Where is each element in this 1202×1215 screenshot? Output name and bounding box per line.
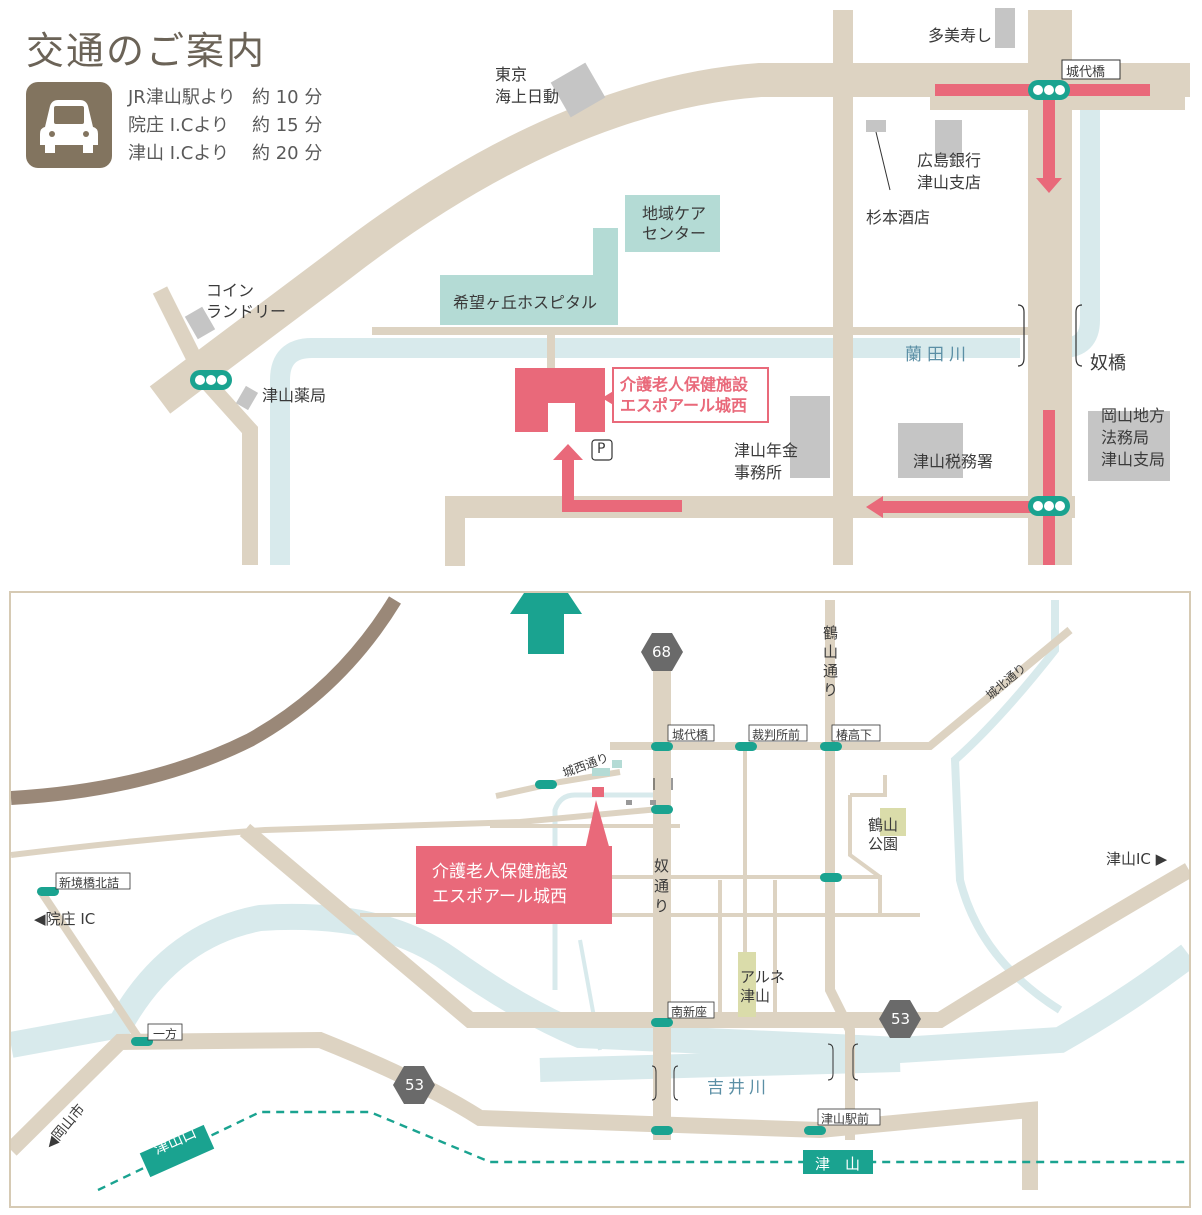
yoshii-river xyxy=(11,903,1189,1064)
facility-label-box xyxy=(612,367,769,423)
area-map xyxy=(11,593,1189,1192)
route-68-shield xyxy=(641,633,683,671)
diagonal-main-road xyxy=(149,63,1190,414)
station-tsuyamaguchi xyxy=(139,1124,215,1178)
ranta-river-small xyxy=(552,792,670,990)
intersection-label-boxes xyxy=(55,724,881,1126)
building-mini xyxy=(626,800,632,805)
route-down xyxy=(1043,96,1055,181)
chugoku-expressway xyxy=(11,596,401,805)
ranta-river xyxy=(270,338,1020,565)
north-arrow-icon xyxy=(510,593,582,654)
detail-map xyxy=(149,8,1190,566)
river-thin xyxy=(578,939,602,1051)
sugimoto-building xyxy=(866,120,886,132)
route-53-shield xyxy=(393,1066,435,1104)
hospital-mini xyxy=(592,768,610,776)
route-up-arrow xyxy=(553,444,583,460)
route-left-h xyxy=(562,500,682,512)
route-bottom xyxy=(880,501,1050,513)
nenkin-building xyxy=(790,396,830,478)
bridge-mark-left xyxy=(1017,304,1025,367)
building-mini xyxy=(650,800,656,805)
bridge-mark xyxy=(673,1065,679,1101)
traffic-signal-icon xyxy=(1028,80,1070,100)
route-up xyxy=(562,458,574,512)
facility-pointer xyxy=(602,390,615,406)
coin-building xyxy=(184,306,216,340)
homukyoku-building xyxy=(1088,411,1170,481)
chiiki-building xyxy=(625,195,720,252)
central-road xyxy=(833,10,853,565)
bridge-mark xyxy=(852,1043,859,1081)
route-down-arrow xyxy=(1036,178,1062,193)
route-left-arrow xyxy=(866,496,883,518)
traffic-signal-icon xyxy=(1028,496,1070,516)
facility-callout-pointer xyxy=(585,800,610,850)
sugimoto-leader xyxy=(875,131,891,191)
facility-building xyxy=(515,368,605,432)
traffic-signal-icon xyxy=(190,370,232,390)
traffic-signal-icon xyxy=(37,742,842,1135)
zeimusho-building xyxy=(898,423,963,478)
kakuzan-park xyxy=(880,808,906,836)
route-53-shield xyxy=(879,1000,921,1038)
tabisushi-building xyxy=(995,8,1015,48)
thin-road xyxy=(372,327,1032,335)
hospital-building xyxy=(440,275,618,325)
bridge-mark xyxy=(827,1043,834,1081)
route-right-vertical xyxy=(1043,410,1055,565)
bridge-mark-small xyxy=(653,778,673,790)
tokio-building xyxy=(550,62,606,118)
chiiki-mini xyxy=(612,760,622,768)
bridge-mark xyxy=(651,1065,657,1101)
short-road xyxy=(547,330,555,370)
station-tsuyama xyxy=(803,1150,873,1174)
yakkyoku-building xyxy=(235,385,259,411)
facility-mini xyxy=(592,787,604,797)
bridge-mark-right xyxy=(1075,304,1083,367)
arune-building xyxy=(738,952,756,1017)
parking-icon xyxy=(591,439,613,461)
facility-callout xyxy=(416,846,612,924)
hiroshima-building xyxy=(935,120,962,158)
left-road xyxy=(152,286,258,565)
left-down-road xyxy=(445,496,465,566)
jodai-label-box xyxy=(1061,59,1121,80)
car-icon xyxy=(26,82,112,168)
yoshii-river-b xyxy=(539,1048,901,1082)
